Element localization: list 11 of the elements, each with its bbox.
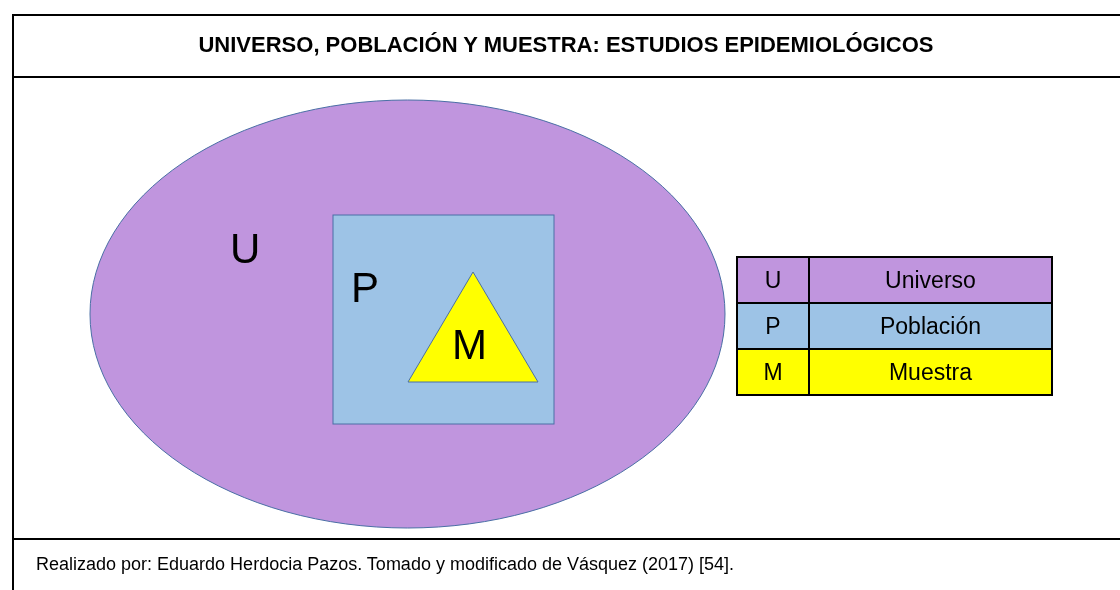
set-letter: U (230, 228, 261, 270)
legend-key: M (737, 349, 809, 395)
set-letter: M (452, 324, 487, 366)
legend-key: P (737, 303, 809, 349)
legend-key: U (737, 257, 809, 303)
caption: Realizado por: Eduardo Herdocia Pazos. Tomado y modificado de Vásquez (2017) [54]. (36, 554, 735, 575)
set-letter: P (351, 267, 379, 309)
legend-entry: Muestra (809, 349, 1052, 395)
legend-entry: Población (809, 303, 1052, 349)
title: UNIVERSO, POBLACIÓN Y MUESTRA: ESTUDIOS EPIDEMIOLÓGICOS (197, 32, 935, 58)
legend-entry: Universo (809, 257, 1052, 303)
